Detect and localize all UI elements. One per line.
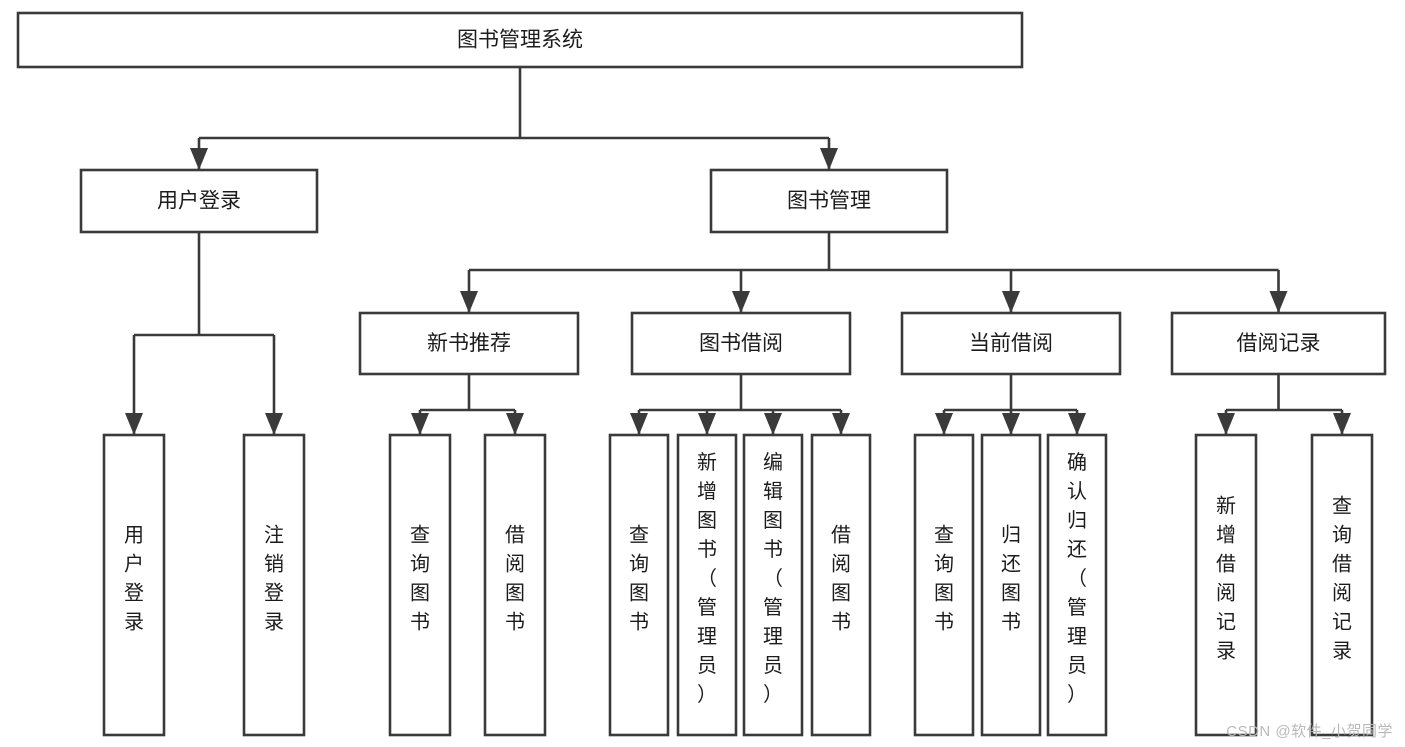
arrow-head-icon (935, 413, 953, 435)
node-label: 图书管理系统 (457, 29, 583, 52)
arrow-head-icon (1269, 291, 1288, 313)
node-borrow-record[interactable]: 借阅记录 (1170, 311, 1387, 376)
node-box (242, 433, 306, 737)
node-label: 新增图书（管理员） (697, 451, 717, 706)
arrow-head-icon (820, 148, 838, 170)
node-label: 确认归还（管理员） (1067, 451, 1087, 706)
node-label: 查询图书 (934, 524, 954, 634)
arrow-head-icon (265, 413, 283, 435)
node-box (483, 433, 547, 737)
arrow-head-icon (630, 413, 648, 435)
arrow-head-icon (1217, 413, 1235, 435)
node-box (358, 311, 580, 376)
node-label: 借阅图书 (505, 524, 525, 634)
arrow-head-icon (1068, 413, 1086, 435)
node-label: 图书借阅 (699, 332, 783, 355)
node-label: 查询图书 (629, 524, 649, 634)
node-box (900, 311, 1122, 376)
node-label: 借阅图书 (831, 524, 851, 634)
node-label: 用户登录 (157, 190, 241, 213)
node-box (630, 311, 852, 376)
node-label: 图书管理 (787, 190, 871, 213)
node-box (388, 433, 452, 737)
node-leaf-add-book[interactable]: 新增图书（管理员） (676, 433, 738, 737)
node-leaf-query-book-3[interactable]: 查询图书 (913, 433, 975, 737)
node-user-login[interactable]: 用户登录 (79, 168, 319, 234)
arrow-head-icon (732, 291, 750, 313)
node-new-book-recommend[interactable]: 新书推荐 (358, 311, 580, 376)
arrow-head-icon (411, 413, 429, 435)
arrow-head-icon (764, 413, 782, 435)
watermark-label: CSDN @软件_小贺同学 (1226, 723, 1393, 740)
arrow-head-icon (832, 413, 850, 435)
node-root[interactable]: 图书管理系统 (16, 11, 1024, 69)
connector-layer (125, 67, 1351, 435)
arrow-head-icon (506, 413, 524, 435)
node-box (913, 433, 975, 737)
node-label: 用户登录 (124, 525, 144, 634)
node-book-borrow[interactable]: 图书借阅 (630, 311, 852, 376)
node-label: 借阅记录 (1237, 332, 1321, 355)
node-box (742, 433, 804, 737)
node-label: 查询借阅记录 (1332, 495, 1352, 663)
arrow-head-icon (190, 148, 208, 170)
arrow-head-icon (125, 413, 143, 435)
node-leaf-query-record[interactable]: 查询借阅记录 (1310, 433, 1374, 737)
node-box (16, 11, 1024, 69)
node-leaf-query-book-1[interactable]: 查询图书 (388, 433, 452, 737)
node-leaf-add-record[interactable]: 新增借阅记录 (1194, 433, 1258, 737)
node-leaf-borrow-book-2[interactable]: 借阅图书 (810, 433, 872, 737)
node-box (810, 433, 872, 737)
node-leaf-query-book-2[interactable]: 查询图书 (608, 433, 670, 737)
node-leaf-logout[interactable]: 注销登录 (242, 433, 306, 737)
node-label: 新增借阅记录 (1216, 495, 1236, 663)
node-label: 归还图书 (1001, 524, 1021, 634)
node-leaf-borrow-book-1[interactable]: 借阅图书 (483, 433, 547, 737)
node-box (1170, 311, 1387, 376)
arrow-head-icon (1002, 413, 1020, 435)
node-box (980, 433, 1042, 737)
node-current-borrow[interactable]: 当前借阅 (900, 311, 1122, 376)
arrow-head-icon (1002, 291, 1020, 313)
node-book-manage[interactable]: 图书管理 (709, 168, 949, 234)
node-layer: 图书管理系统用户登录图书管理新书推荐图书借阅当前借阅借阅记录用户登录注销登录查询… (16, 11, 1387, 737)
arrow-head-icon (698, 413, 716, 435)
node-box (1310, 433, 1374, 737)
node-box (1194, 433, 1258, 737)
node-box (608, 433, 670, 737)
node-box (1046, 433, 1108, 737)
node-box (102, 433, 166, 737)
node-label: 编辑图书（管理员） (763, 451, 783, 706)
node-leaf-user-login[interactable]: 用户登录 (102, 433, 166, 737)
node-leaf-confirm-return[interactable]: 确认归还（管理员） (1046, 433, 1108, 737)
node-label: 新书推荐 (427, 332, 511, 355)
node-label: 注销登录 (264, 524, 284, 634)
arrow-head-icon (460, 291, 478, 313)
node-label: 当前借阅 (969, 332, 1053, 355)
node-label: 查询图书 (410, 524, 430, 634)
node-leaf-edit-book[interactable]: 编辑图书（管理员） (742, 433, 804, 737)
node-leaf-return-book[interactable]: 归还图书 (980, 433, 1042, 737)
node-box (676, 433, 738, 737)
arrow-head-icon (1333, 413, 1351, 435)
node-box (79, 168, 319, 234)
node-box (709, 168, 949, 234)
